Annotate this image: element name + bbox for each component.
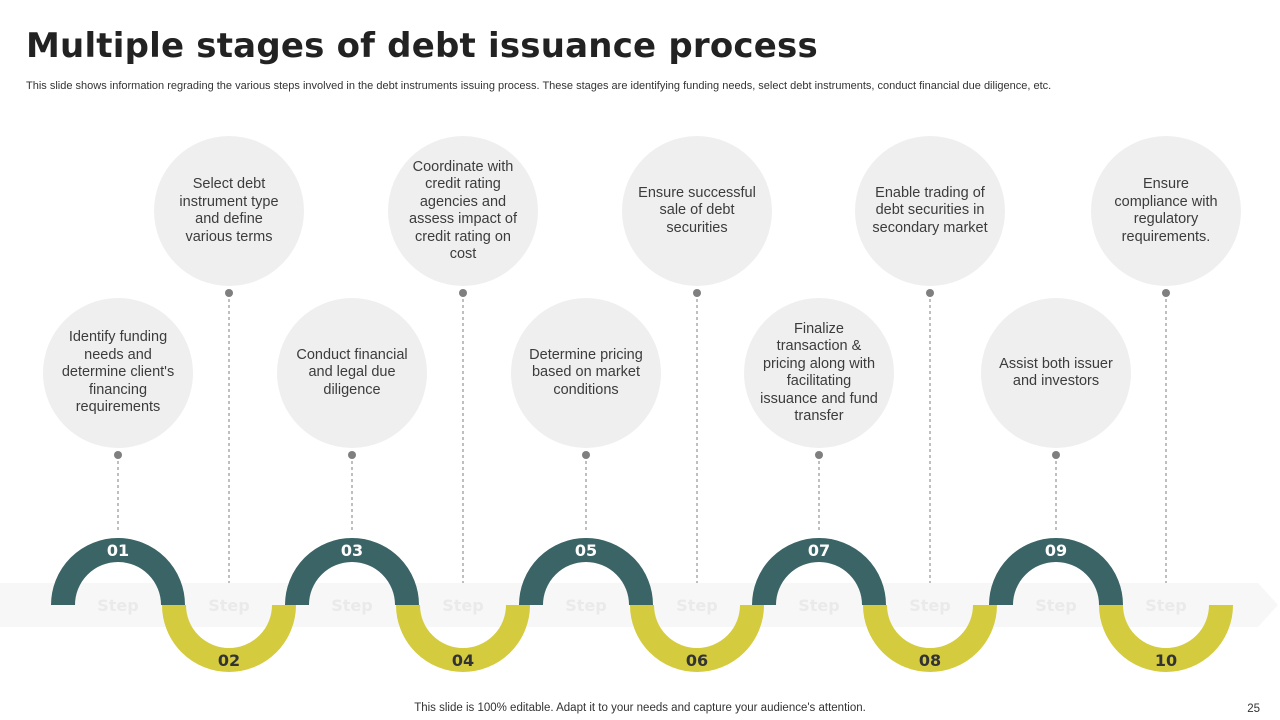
step-9-connector-dot [1052,451,1060,459]
step-10-bubble: Ensure compliance with regulatory requir… [1091,136,1241,286]
step-9-arc [989,538,1123,606]
step-2-text: Select debt instrument type and define v… [179,176,279,245]
page-number: 25 [1247,703,1260,715]
step-5-bubble: Determine pricing based on market condit… [511,298,661,448]
step-6-number: 06 [686,651,708,670]
step-10-connector-dot [1162,289,1170,297]
step-7-word: Step [798,596,839,615]
step-4-number: 04 [452,651,474,670]
footer-note: This slide is 100% editable. Adapt it to… [414,702,866,714]
step-4-bubble: Coordinate with credit rating agencies a… [388,136,538,286]
step-9-text: Assist both issuer and investors [999,355,1113,390]
step-8-connector-dot [926,289,934,297]
page-title: Multiple stages of debt issuance process [26,26,818,66]
page-subtitle: This slide shows information regrading t… [26,80,1052,92]
step-8-arc [863,604,997,672]
step-9-bubble: Assist both issuer and investors [981,298,1131,448]
step-7-number: 07 [808,541,830,560]
step-6-word: Step [676,596,717,615]
step-7-text: Finalize transaction & pricing along wit… [760,320,878,425]
step-7-bubble: Finalize transaction & pricing along wit… [744,298,894,448]
step-3-number: 03 [341,541,363,560]
step-2-arc [162,604,296,672]
step-1-word: Step [97,596,138,615]
step-9-word: Step [1035,596,1076,615]
step-5-connector-dot [582,451,590,459]
step-3-text: Conduct financial and legal due diligenc… [296,346,408,398]
step-7-arc [752,538,886,606]
step-1-connector-dot [114,451,122,459]
step-2-number: 02 [218,651,240,670]
step-2-connector-dot [225,289,233,297]
step-8-bubble: Enable trading of debt securities in sec… [855,136,1005,286]
step-5-text: Determine pricing based on market condit… [529,346,643,398]
step-6-connector-dot [693,289,701,297]
step-10-number: 10 [1155,651,1177,670]
step-5-number: 05 [575,541,597,560]
step-8-number: 08 [919,651,941,670]
step-3-bubble: Conduct financial and legal due diligenc… [277,298,427,448]
step-3-arc [285,538,419,606]
step-5-word: Step [565,596,606,615]
step-10-word: Step [1145,596,1186,615]
step-4-word: Step [442,596,483,615]
step-10-arc [1099,604,1233,672]
step-4-arc [396,604,530,672]
step-4-text: Coordinate with credit rating agencies a… [409,158,517,263]
step-7-connector-dot [815,451,823,459]
step-1-number: 01 [107,541,129,560]
step-6-arc [630,604,764,672]
step-1-text: Identify funding needs and determine cli… [61,329,175,416]
step-4-connector-dot [459,289,467,297]
step-1-bubble: Identify funding needs and determine cli… [43,298,193,448]
step-9-number: 09 [1045,541,1067,560]
step-8-word: Step [909,596,950,615]
step-2-word: Step [208,596,249,615]
step-3-word: Step [331,596,372,615]
step-10-text: Ensure compliance with regulatory requir… [1114,176,1218,245]
step-3-connector-dot [348,451,356,459]
step-1-arc [51,538,185,606]
step-2-bubble: Select debt instrument type and define v… [154,136,304,286]
step-6-bubble: Ensure successful sale of debt securitie… [622,136,772,286]
step-8-text: Enable trading of debt securities in sec… [872,184,988,236]
step-5-arc [519,538,653,606]
step-6-text: Ensure successful sale of debt securitie… [638,184,756,236]
